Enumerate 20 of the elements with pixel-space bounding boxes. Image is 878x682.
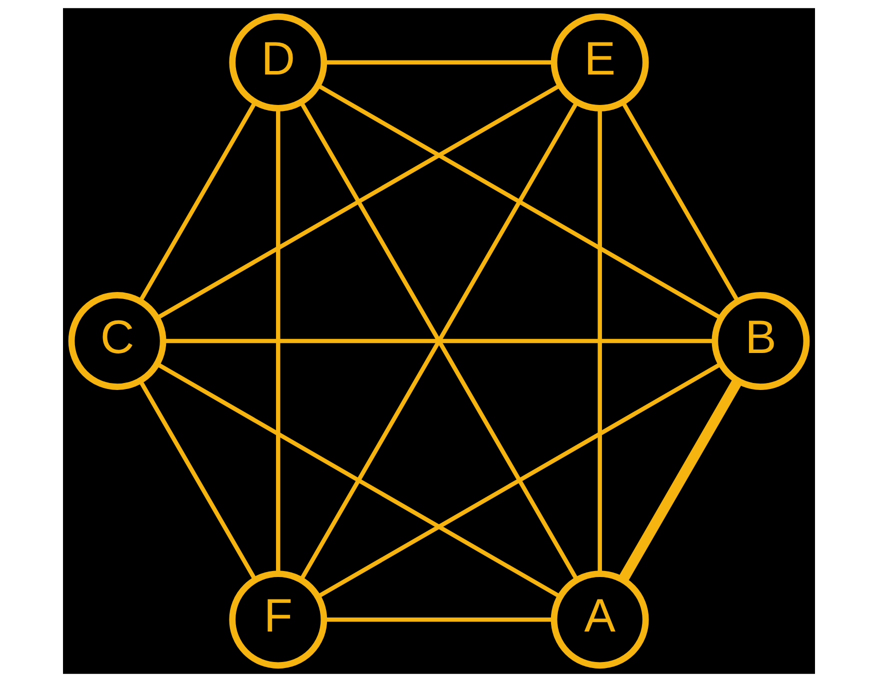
connector [324,60,554,65]
connector [299,101,579,581]
connector [163,338,714,344]
connector [156,362,561,598]
node-circle: F [229,570,328,669]
connector [156,84,562,320]
connector [138,101,257,302]
node-circle: A [550,570,649,669]
connector [316,362,722,598]
node-circle: E [550,13,649,112]
connector [316,84,722,320]
connector [621,101,740,302]
connector [598,108,602,574]
connector [138,380,257,581]
node-circle: B [712,292,810,390]
connector [618,378,742,582]
node-circle: D [229,13,328,112]
node-circle: C [68,292,166,390]
connector [324,617,554,622]
connector [276,108,280,574]
